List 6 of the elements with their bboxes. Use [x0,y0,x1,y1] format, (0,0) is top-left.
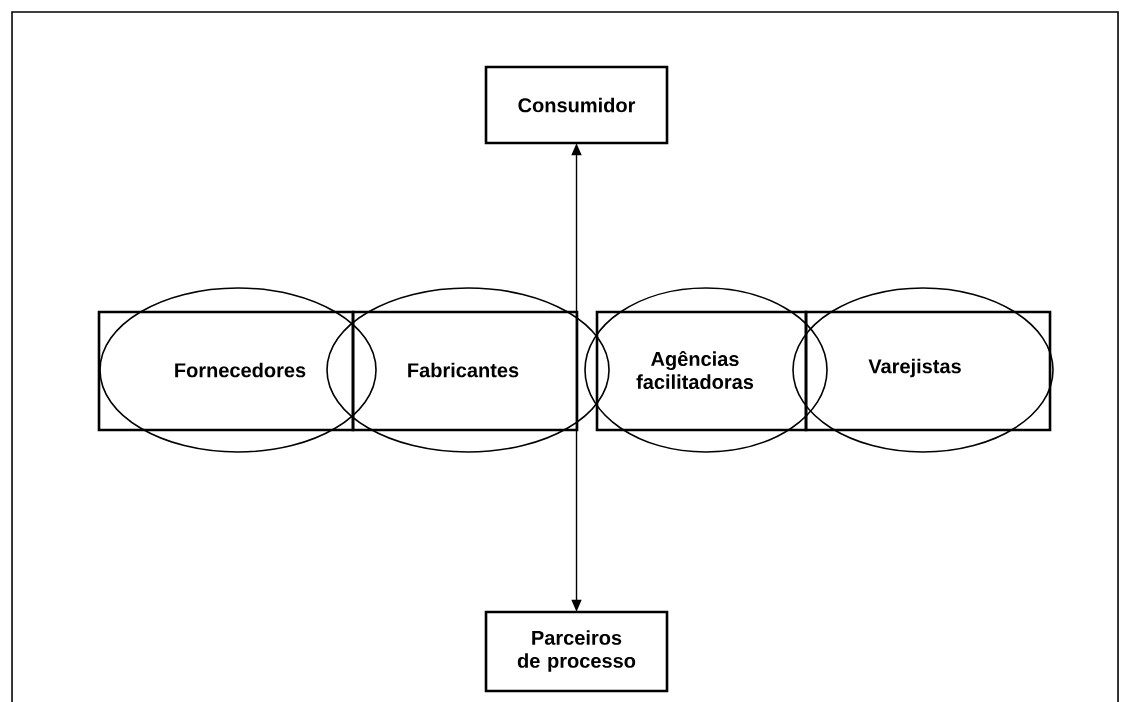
node-label: Parceiros de processo [517,630,636,672]
node-label: Fornecedores [175,362,306,378]
node-label: Agências facilitadoras [636,350,754,390]
node-label: Varejistas [868,358,961,378]
node-label: Fabricantes [408,362,519,378]
node-label: Consumidor [518,97,636,113]
